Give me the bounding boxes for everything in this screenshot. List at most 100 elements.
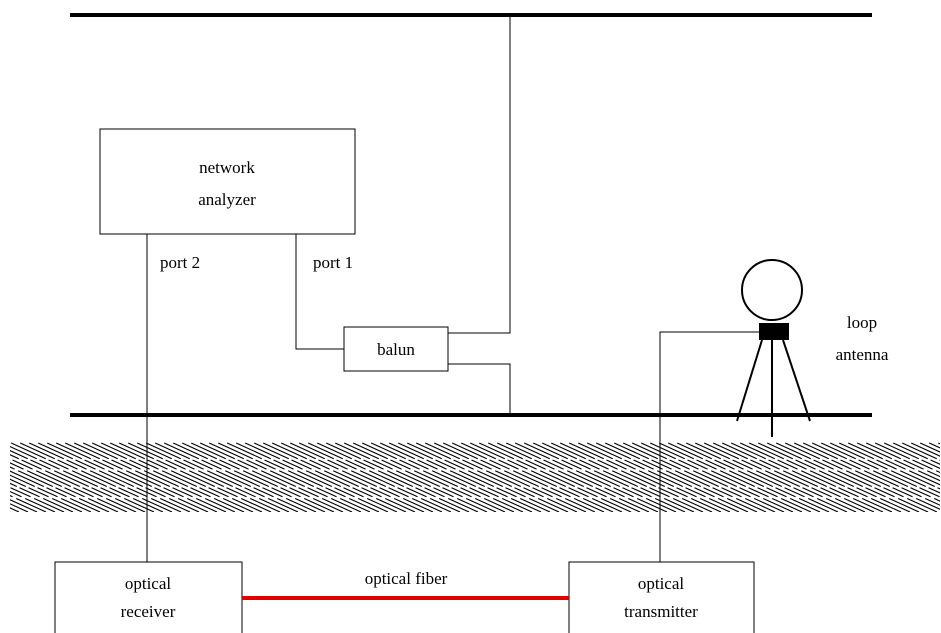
soil-hatch-line (307, 442, 461, 512)
soil-hatch-line (631, 442, 785, 512)
tripod-leg-left (736, 339, 763, 422)
soil-hatch-line (10, 454, 137, 512)
network-analyzer-box (99, 128, 356, 235)
soil-hatch-line (883, 442, 940, 469)
network-analyzer-label-2: analyzer (198, 190, 256, 209)
soil-hatch-line (586, 442, 740, 512)
optical-fiber-label: optical fiber (365, 569, 448, 588)
soil-hatch-line (361, 442, 515, 512)
soil-hatch-line (559, 442, 713, 512)
soil-hatch-line (811, 442, 940, 502)
soil-hatch-line (802, 442, 940, 506)
soil-hatch-line (226, 442, 380, 512)
soil-hatch-line (199, 442, 353, 512)
soil-hatch-line (100, 442, 254, 512)
soil-hatch-line (10, 482, 74, 512)
loop-antenna-label-2: antenna (836, 345, 889, 364)
soil-hatch-line (10, 490, 56, 512)
soil-hatch-line (649, 442, 803, 512)
soil-hatch-line (28, 442, 182, 512)
soil-hatch-line (316, 442, 470, 512)
soil-hatch-line (487, 442, 641, 512)
soil-hatch-line (334, 442, 488, 512)
optical-transmitter-label-1: optical (638, 574, 685, 593)
soil-hatch-line (757, 442, 911, 512)
soil-hatch-line (766, 442, 920, 512)
soil-hatch-line (10, 470, 101, 512)
loop-antenna-circle (741, 259, 803, 321)
soil-hatch-line (406, 442, 560, 512)
port-2-label: port 2 (160, 253, 200, 272)
soil-hatch-line (10, 511, 11, 512)
soil-hatch-line (289, 442, 443, 512)
soil-hatching (10, 442, 940, 512)
soil-hatch-line (595, 442, 749, 512)
soil-hatch-line (820, 442, 940, 498)
balun-box (343, 326, 449, 372)
port-1-label: port 1 (313, 253, 353, 272)
soil-hatch-line (64, 442, 218, 512)
soil-hatch-line (739, 442, 893, 512)
soil-hatch-line (496, 442, 650, 512)
soil-hatch-line (460, 442, 614, 512)
antenna-cable (659, 331, 759, 562)
soil-hatch-line (10, 466, 110, 512)
soil-hatch-line (190, 442, 344, 512)
optical-receiver-box (54, 561, 243, 633)
soil-hatch-line (10, 474, 92, 512)
soil-hatch-line (838, 442, 940, 490)
soil-hatch-line (127, 442, 281, 512)
balun-to-ground-conductor (448, 363, 511, 415)
soil-hatch-line (829, 442, 940, 494)
soil-hatch-line (550, 442, 704, 512)
soil-hatch-line (568, 442, 722, 512)
soil-hatch-line (415, 442, 569, 512)
soil-hatch-line (217, 442, 371, 512)
loop-antenna-label-1: loop (847, 313, 877, 332)
soil-hatch-line (694, 442, 848, 512)
soil-hatch-line (208, 442, 362, 512)
soil-hatch-line (667, 442, 821, 512)
soil-hatch-line (82, 442, 236, 512)
soil-hatch-line (244, 442, 398, 512)
soil-hatch-line (10, 462, 119, 512)
soil-hatch-line (118, 442, 272, 512)
soil-hatch-line (685, 442, 839, 512)
soil-hatch-line (388, 442, 542, 512)
balun-label: balun (377, 340, 415, 359)
soil-hatch-line (10, 450, 146, 512)
soil-hatch-line (352, 442, 506, 512)
soil-hatch-line (640, 442, 794, 512)
soil-hatch-line (622, 442, 776, 512)
optical-receiver-label-2: receiver (121, 602, 176, 621)
soil-hatch-line (856, 442, 940, 482)
soil-hatch-line (10, 478, 83, 512)
soil-hatch-line (676, 442, 830, 512)
soil-hatch-line (163, 442, 317, 512)
soil-hatch-line (379, 442, 533, 512)
soil-hatch-line (91, 442, 245, 512)
soil-hatch-line (325, 442, 479, 512)
soil-hatch-line (46, 442, 200, 512)
soil-hatch-line (613, 442, 767, 512)
soil-hatch-line (136, 442, 290, 512)
soil-hatch-line (280, 442, 434, 512)
soil-hatch-line (748, 442, 902, 512)
soil-hatch-line (10, 486, 65, 512)
soil-hatch-line (271, 442, 425, 512)
soil-hatch-line (73, 442, 227, 512)
soil-hatch-line (253, 442, 407, 512)
soil-hatch-line (262, 442, 416, 512)
soil-hatch-line (730, 442, 884, 512)
soil-hatch-line (172, 442, 326, 512)
soil-hatch-line (10, 458, 128, 512)
soil-hatch-line (181, 442, 335, 512)
soil-hatch-line (10, 442, 164, 512)
soil-hatch-line (784, 442, 938, 512)
soil-hatch-line (145, 442, 299, 512)
soil-hatch-line (847, 442, 940, 486)
soil-hatch-line (451, 442, 605, 512)
soil-hatch-line (901, 442, 940, 461)
soil-hatch-line (793, 442, 940, 510)
soil-hatch-line (370, 442, 524, 512)
